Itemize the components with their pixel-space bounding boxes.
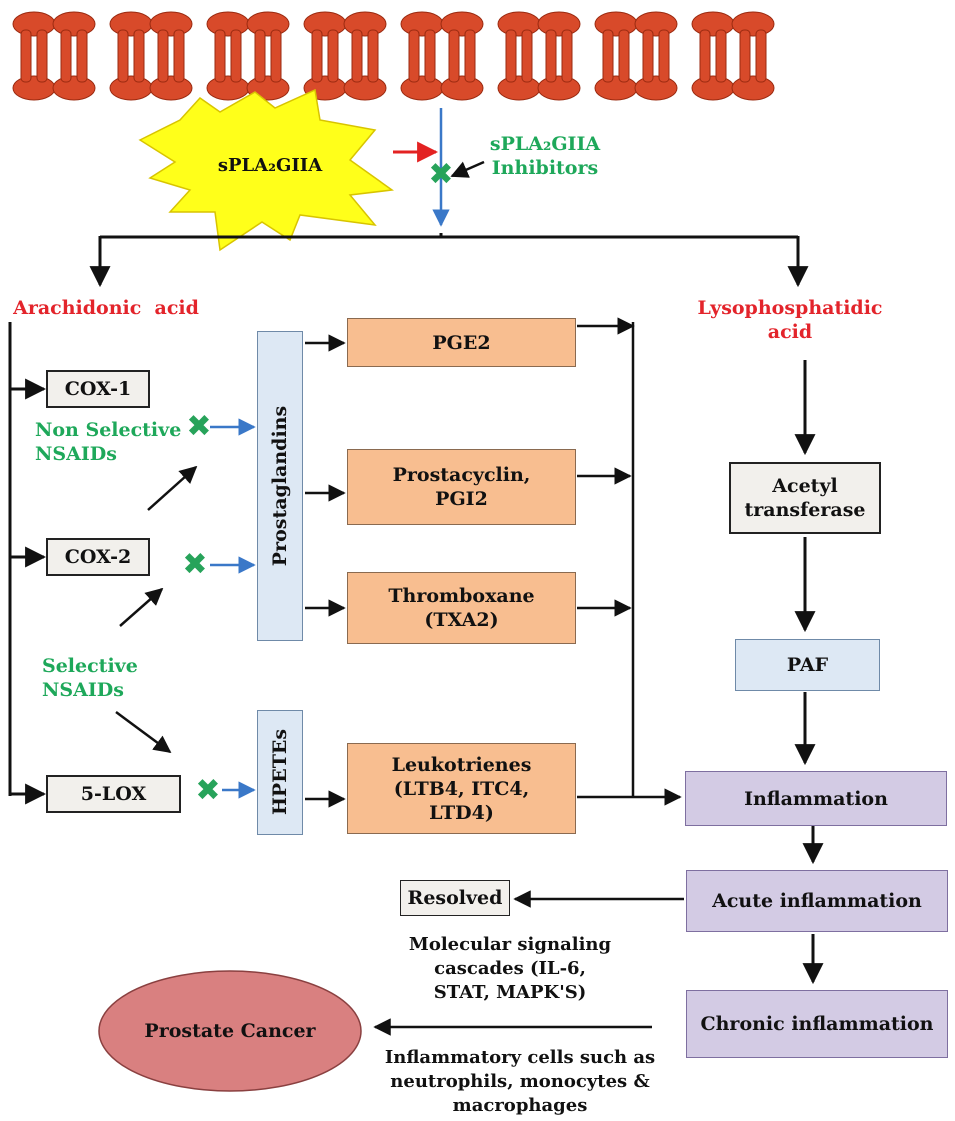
inhibition-x-icon: ✖ bbox=[186, 409, 212, 444]
prostaglandins-box bbox=[257, 331, 303, 641]
enzyme-label: sPLA₂GIIA bbox=[217, 155, 323, 176]
prostaglandins-label: Prostaglandins bbox=[269, 405, 291, 567]
thromboxane-box: Thromboxane (TXA2) bbox=[347, 572, 576, 644]
prostacyclin-box: Prostacyclin, PGI2 bbox=[347, 449, 576, 525]
lox5-box: 5-LOX bbox=[46, 775, 181, 813]
inhibition-x-icon: ✖ bbox=[195, 773, 221, 808]
resolved-box: Resolved bbox=[400, 880, 510, 916]
molecular-signaling-label: Molecular signaling cascades (IL-6, STAT… bbox=[408, 934, 612, 1003]
lipid-bilayer-unit-icon bbox=[594, 11, 678, 101]
lipid-bilayer-unit-icon bbox=[109, 11, 193, 101]
lipid-bilayer-unit-icon bbox=[12, 11, 96, 101]
hpetes-box bbox=[257, 710, 303, 835]
non-selective-nsaids-label: Non Selective NSAIDs bbox=[35, 419, 182, 465]
inhibitors-label: sPLA₂GIIA Inhibitors bbox=[489, 133, 601, 179]
acetyl-transferase-box: Acetyl transferase bbox=[729, 462, 881, 534]
chronic-inflammation-box: Chronic inflammation bbox=[686, 990, 948, 1058]
inflammation-box: Inflammation bbox=[685, 771, 947, 826]
cox2-box: COX-2 bbox=[46, 538, 150, 576]
leukotrienes-box: Leukotrienes (LTB4, ITC4, LTD4) bbox=[347, 743, 576, 834]
inhibition-x-icon: ✖ bbox=[182, 547, 208, 582]
lysophosphatidic-acid-label: Lysophosphatidic acid bbox=[697, 297, 883, 343]
cox1-box: COX-1 bbox=[46, 370, 150, 408]
cell-membrane-icon bbox=[12, 11, 775, 101]
lipid-bilayer-unit-icon bbox=[400, 11, 484, 101]
lipid-bilayer-unit-icon bbox=[303, 11, 387, 101]
prostate-cancer-label: Prostate Cancer bbox=[144, 1020, 316, 1042]
lipid-bilayer-unit-icon bbox=[206, 11, 290, 101]
hpetes-label: HPETEs bbox=[269, 728, 291, 816]
lipid-bilayer-unit-icon bbox=[497, 11, 581, 101]
pge2-box: PGE2 bbox=[347, 318, 576, 367]
selective-nsaids-label: Selective NSAIDs bbox=[42, 655, 138, 701]
prostate-cancer-ellipse bbox=[98, 970, 362, 1092]
lipid-bilayer-unit-icon bbox=[691, 11, 775, 101]
inflammatory-cells-label: Inflammatory cells such as neutrophils, … bbox=[384, 1047, 656, 1116]
arachidonic-acid-label: Arachidonic acid bbox=[13, 297, 199, 319]
acute-inflammation-box: Acute inflammation bbox=[686, 870, 948, 932]
spla2giia-star-icon bbox=[138, 88, 395, 252]
inhibition-x-icon: ✖ bbox=[428, 157, 454, 192]
paf-box: PAF bbox=[735, 639, 880, 691]
